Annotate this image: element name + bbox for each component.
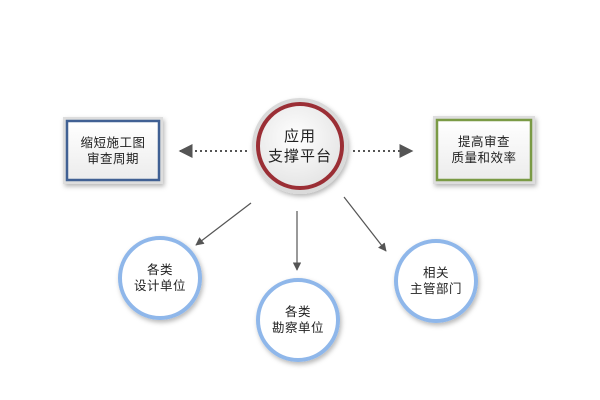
node-survey-units-label: 各类 勘察单位 [271,304,324,335]
node-authorities [394,239,478,323]
arrow-center-to-authorities [343,196,387,252]
center-node [252,98,348,194]
node-design-units-label: 各类 设计单位 [133,262,186,293]
node-survey-units [256,278,340,362]
arrow-center-to-design-units [195,202,252,246]
left-box [63,117,163,184]
right-box [433,116,535,184]
node-design-units [118,236,202,320]
right-box-label: 提高审查 质量和效率 [451,134,517,165]
left-box-label: 缩短施工图 审查周期 [80,134,146,166]
node-authorities-label: 相关 主管部门 [409,265,462,296]
center-node-label: 应用 支撑平台 [267,127,332,165]
